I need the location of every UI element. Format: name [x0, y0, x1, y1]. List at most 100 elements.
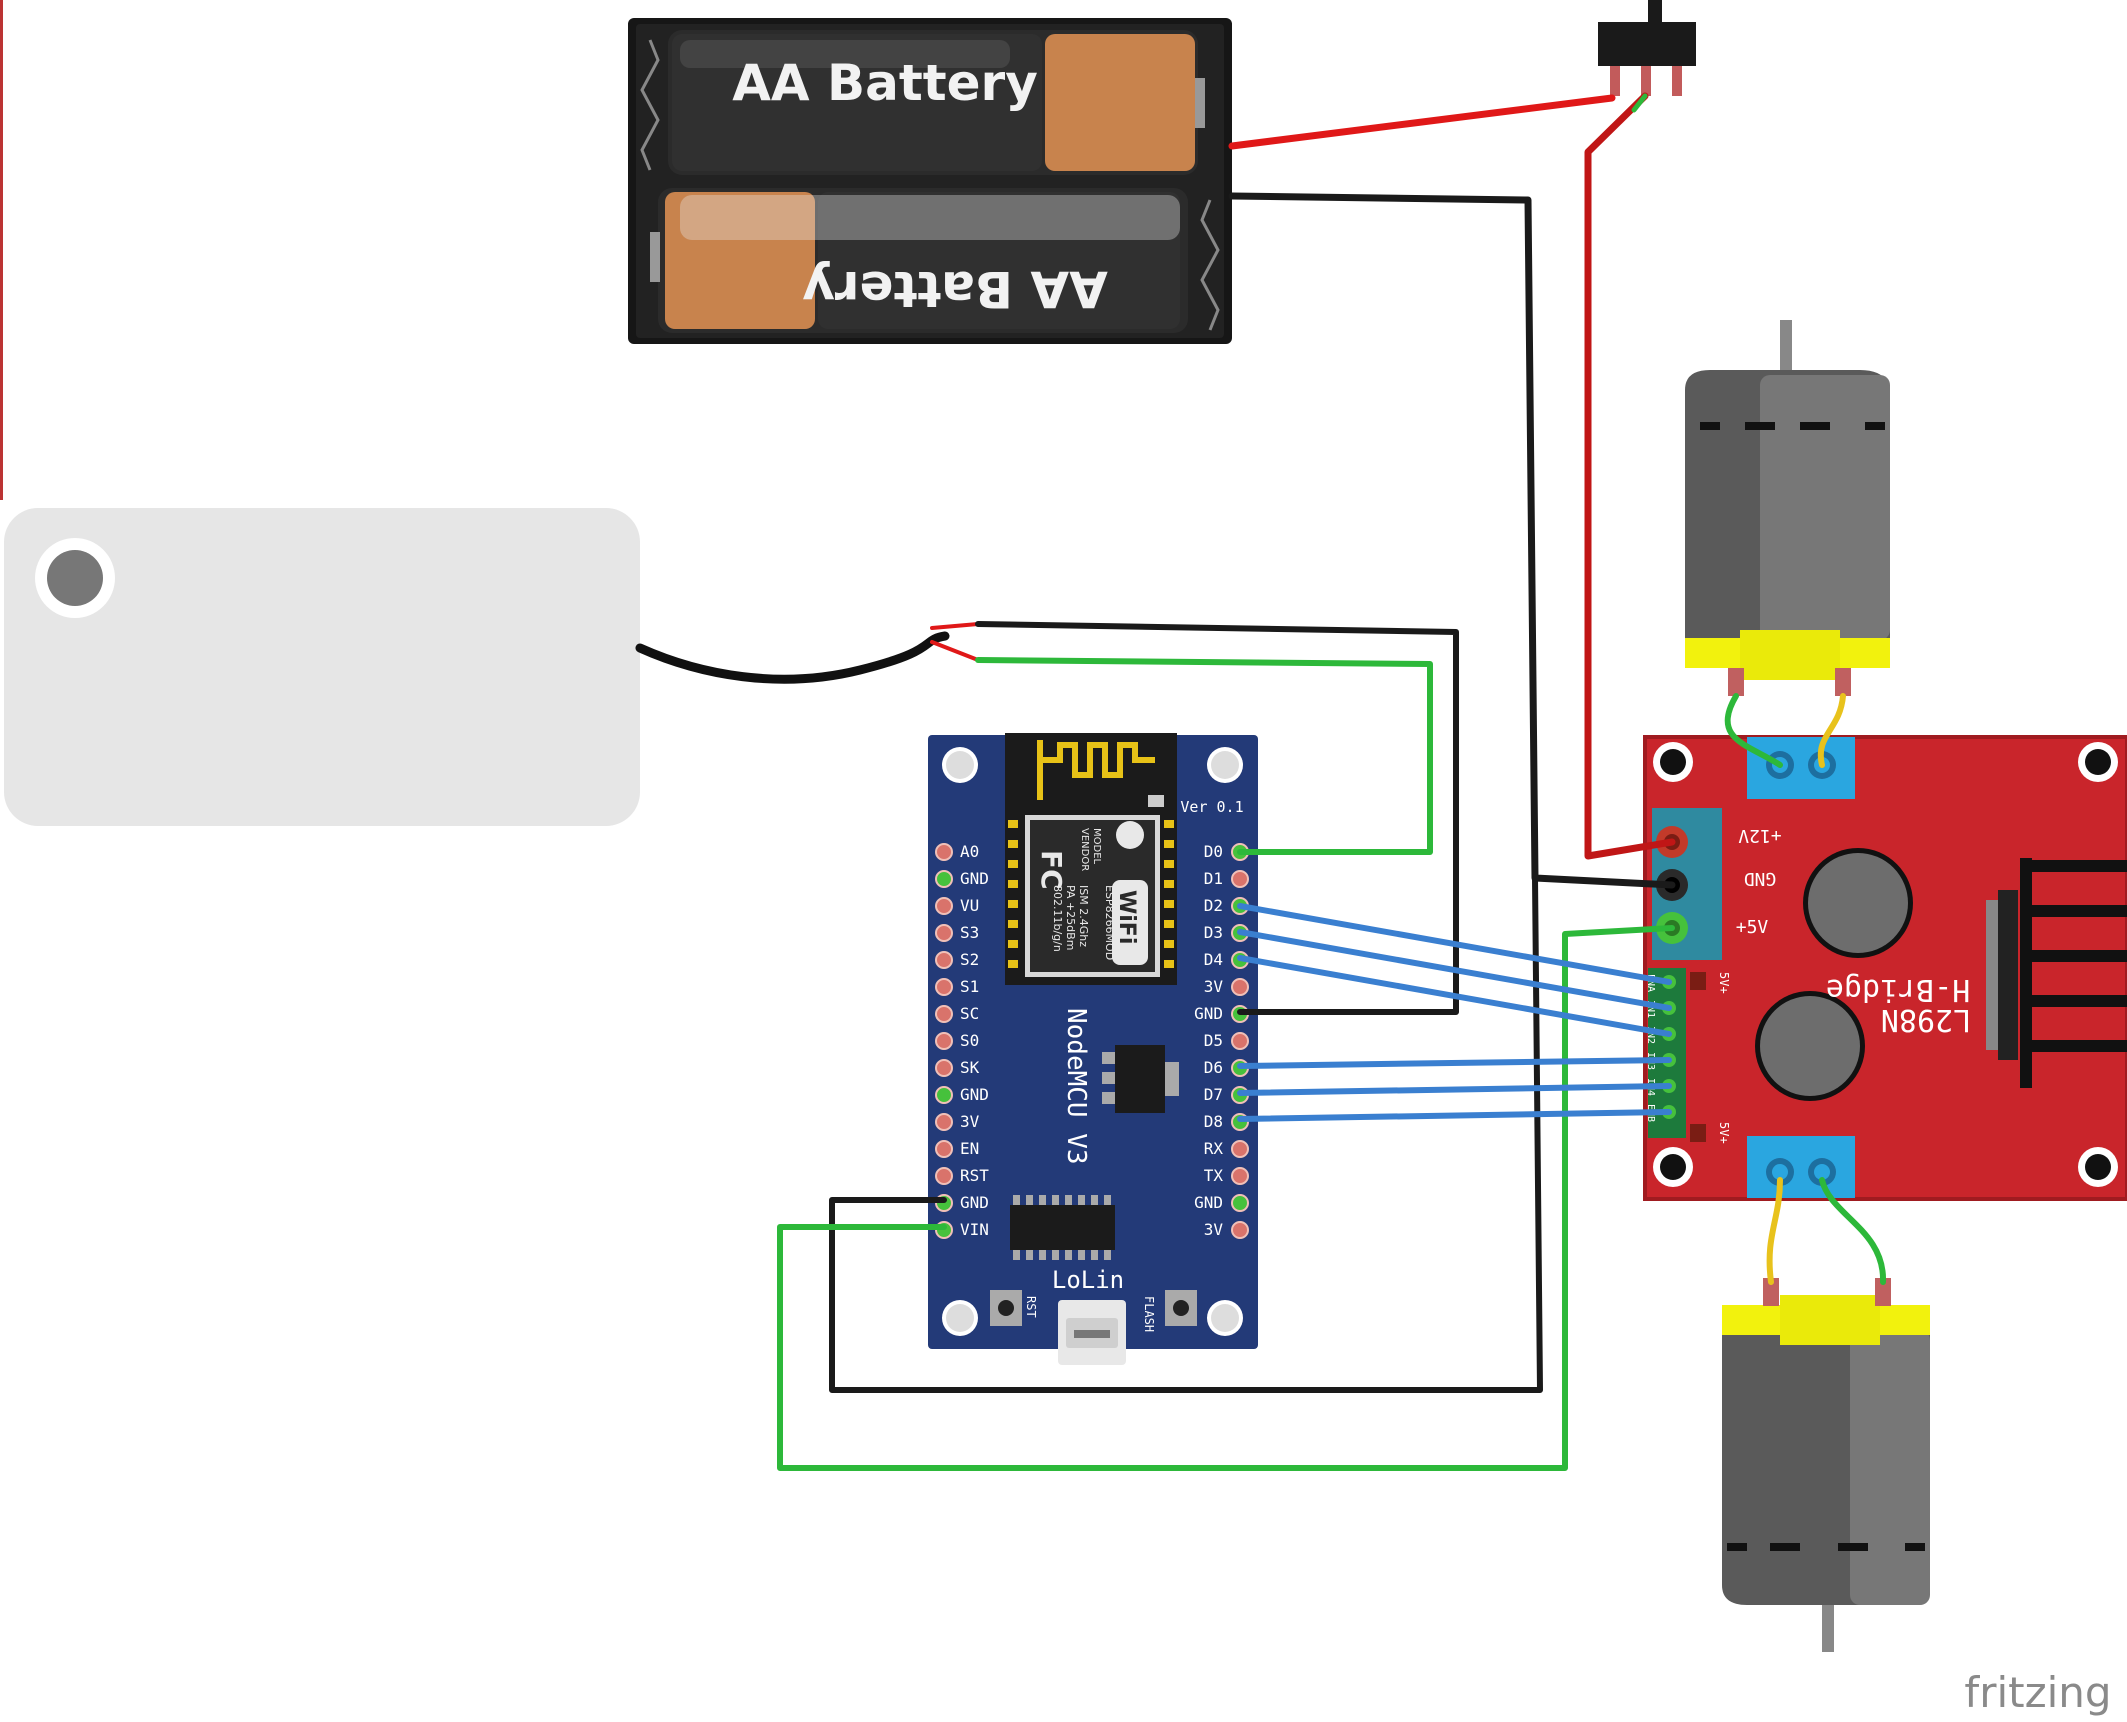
- wire-d8-enb: [1237, 1109, 1672, 1122]
- pin-left-sc-6[interactable]: SC: [935, 1004, 979, 1023]
- pin-label-12v: +12V: [1738, 825, 1782, 846]
- rst-button[interactable]: [990, 1290, 1022, 1326]
- pin-left-sk-8[interactable]: SK: [935, 1058, 980, 1077]
- fc-logo: FC: [1035, 850, 1068, 890]
- pin-label-gnd: GND: [1744, 868, 1777, 889]
- pin-left-s1-5[interactable]: S1: [935, 977, 979, 996]
- pin-left-en-11[interactable]: EN: [935, 1139, 979, 1158]
- micro-usb-port[interactable]: [1058, 1300, 1126, 1365]
- module-ism: ISM 2.4Ghz: [1077, 885, 1090, 947]
- pin-left-s0-7[interactable]: S0: [935, 1031, 979, 1050]
- pin-right-d8-10[interactable]: D8: [1204, 1112, 1249, 1131]
- pin-left-gnd-9[interactable]: GND: [935, 1085, 989, 1104]
- pin-label: 3V: [1204, 1220, 1224, 1239]
- pin-right-3v-5[interactable]: 3V: [1204, 977, 1249, 996]
- nodemcu-board: FC MODEL VENDOR ESP8266MOD ISM 2.4Ghz PA…: [928, 733, 1258, 1365]
- pin-left-vu-2[interactable]: VU: [935, 896, 979, 915]
- jumper-label-b: 5V+: [1717, 1122, 1731, 1144]
- board-name: NodeMCU V3: [1061, 1008, 1091, 1165]
- pin-label: SK: [960, 1058, 980, 1077]
- pin-left-s3-3[interactable]: S3: [935, 923, 979, 942]
- pin-right-d6-8[interactable]: D6: [1204, 1058, 1249, 1077]
- pin-label: D5: [1204, 1031, 1223, 1050]
- wire-battery-positive: [1228, 94, 1616, 150]
- wire-d4-in2: [1237, 955, 1672, 1037]
- wire-switch-to-12v: [1584, 92, 1676, 860]
- pin-label: VIN: [960, 1220, 989, 1239]
- pin-label: D1: [1204, 869, 1223, 888]
- pin-label: S1: [960, 977, 979, 996]
- wifi-logo: WiFi: [1114, 890, 1139, 944]
- pin-right-d5-7[interactable]: D5: [1204, 1031, 1249, 1050]
- battery-bottom-label: AA Battery: [802, 260, 1108, 318]
- pin-right-rx-11[interactable]: RX: [1204, 1139, 1249, 1158]
- pin-right-tx-12[interactable]: TX: [1204, 1166, 1249, 1185]
- pin-label: S2: [960, 950, 979, 969]
- pin-left-s2-4[interactable]: S2: [935, 950, 979, 969]
- battery-top-label: AA Battery: [732, 54, 1038, 112]
- pin-label: VU: [960, 896, 979, 915]
- pin-label: D7: [1204, 1085, 1223, 1104]
- pin-label: RX: [1204, 1139, 1224, 1158]
- board-version: Ver 0.1: [1180, 798, 1243, 816]
- wire-battery-negative: [1228, 192, 1676, 889]
- power-bank-cable: [635, 631, 950, 684]
- pin-label: 3V: [960, 1112, 980, 1131]
- slide-switch[interactable]: [1598, 0, 1696, 96]
- l298n-module: +12V GND +5V H-Bridge L298N: [1643, 735, 2127, 1201]
- pin-label: D8: [1204, 1112, 1223, 1131]
- wire-sensor-signal: [975, 657, 1433, 855]
- pin-left-gnd-1[interactable]: GND: [935, 869, 989, 888]
- jumper-label-a: 5V+: [1717, 972, 1731, 994]
- pin-right-d1-1[interactable]: D1: [1204, 869, 1249, 888]
- motor-b: [1722, 1278, 1930, 1652]
- pin-label: A0: [960, 842, 979, 861]
- heatsink: [1986, 858, 2127, 1088]
- pin-label: RST: [960, 1166, 989, 1185]
- module-vendor-label: VENDOR: [1079, 828, 1090, 871]
- motor-a-wire-2: [1817, 693, 1846, 768]
- battery-pack: AA Battery AA Battery: [628, 18, 1232, 344]
- pin-label: D4: [1204, 950, 1223, 969]
- wire-powerbank-gnd: [975, 621, 1459, 1015]
- battery-cell-top: AA Battery: [668, 30, 1205, 175]
- maker-label: LoLin: [1052, 1266, 1124, 1294]
- hbridge-title: H-Bridge: [1826, 972, 1971, 1007]
- motor-b-wire-1: [1766, 1177, 1783, 1285]
- logic-pin-label-in1: IN1: [1645, 1000, 1656, 1018]
- esp8266-module: FC MODEL VENDOR ESP8266MOD ISM 2.4Ghz PA…: [1005, 733, 1177, 985]
- rst-button-label: RST: [1024, 1296, 1038, 1318]
- pin-right-d3-3[interactable]: D3: [1204, 923, 1249, 942]
- motor-a-wire-1: [1724, 693, 1783, 768]
- logic-pin-label-in2: IN2: [1645, 1026, 1656, 1044]
- pin-label: D2: [1204, 896, 1223, 915]
- motor-a: [1685, 320, 1890, 696]
- flash-button[interactable]: [1165, 1290, 1197, 1326]
- wire-d3-in1: [1237, 929, 1672, 1011]
- pin-label: 3V: [1204, 977, 1224, 996]
- wire-5v-to-vin: [777, 925, 1675, 1471]
- pin-label: GND: [1194, 1193, 1223, 1212]
- pin-label: S3: [960, 923, 979, 942]
- wire-gnd-loop: [829, 875, 1543, 1393]
- pin-label: EN: [960, 1139, 979, 1158]
- module-standard: 802.11b/g/n: [1051, 885, 1064, 952]
- motor-b-wire-2: [1819, 1177, 1887, 1285]
- module-pa: PA +25dBm: [1064, 885, 1077, 950]
- usb-serial-chip: [1010, 1195, 1115, 1260]
- pin-label: GND: [960, 1085, 989, 1104]
- wire-d7-in4: [1237, 1083, 1672, 1096]
- motor-a-terminal: [1747, 737, 1855, 799]
- voltage-regulator: [1115, 1045, 1165, 1113]
- pin-left-3v-10[interactable]: 3V: [935, 1112, 980, 1131]
- pin-right-gnd-13[interactable]: GND: [1194, 1193, 1249, 1212]
- pin-left-a0-0[interactable]: A0: [935, 842, 979, 861]
- pin-right-3v-14[interactable]: 3V: [1204, 1220, 1249, 1239]
- pin-label: D0: [1204, 842, 1223, 861]
- pin-left-rst-12[interactable]: RST: [935, 1166, 989, 1185]
- power-bank: [0, 0, 640, 826]
- pin-label: SC: [960, 1004, 979, 1023]
